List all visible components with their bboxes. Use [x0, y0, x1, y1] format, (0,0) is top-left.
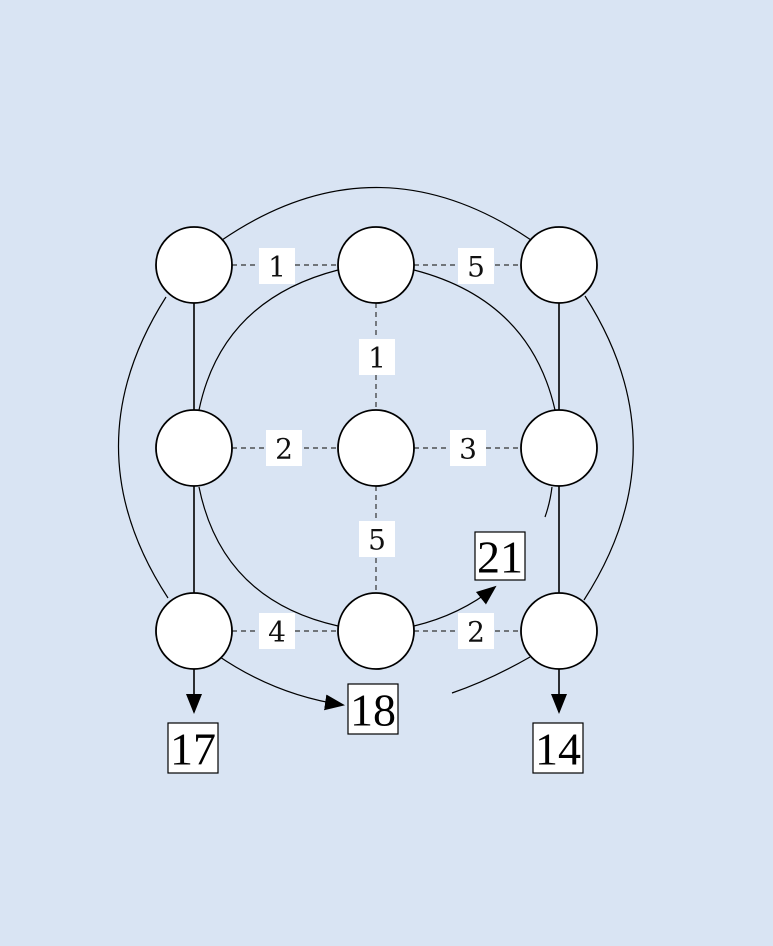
node-middle-left: [155, 409, 233, 487]
svg-text:4: 4: [268, 616, 286, 649]
svg-text:17: 17: [170, 724, 216, 775]
svg-text:3: 3: [459, 433, 477, 466]
svg-text:5: 5: [368, 524, 386, 557]
node-bottom-right: [520, 592, 598, 670]
outer-arc-left: [117, 296, 169, 599]
output-box-14: 14: [532, 722, 584, 775]
outer-arc-right: [583, 295, 634, 601]
weight-label: 1: [359, 339, 395, 375]
inner-arc-top-left: [198, 269, 339, 411]
weight-label: 2: [266, 430, 302, 466]
inner-arc-top-right: [413, 269, 556, 411]
svg-text:18: 18: [350, 685, 396, 736]
weight-label: 5: [458, 248, 494, 284]
svg-text:14: 14: [535, 724, 581, 775]
node-top-left: [155, 226, 233, 304]
inner-arc-right-stub: [544, 486, 553, 518]
arrow-to-18: [216, 654, 345, 711]
node-bottom-left: [155, 592, 233, 670]
weight-label: 1: [259, 248, 295, 284]
node-bottom-center: [337, 592, 415, 670]
weight-label: 2: [458, 613, 494, 649]
outer-arc-top: [221, 187, 532, 241]
inner-arc-bottom-left: [198, 486, 339, 627]
weight-label: 5: [359, 521, 395, 557]
output-box-21: 21: [474, 531, 526, 583]
svg-text:21: 21: [477, 532, 523, 583]
node-middle-right: [520, 409, 598, 487]
output-box-18: 18: [347, 683, 399, 736]
weight-label: 4: [259, 613, 295, 649]
node-center: [337, 409, 415, 487]
svg-text:2: 2: [467, 616, 485, 649]
arrow-to-21: [413, 585, 497, 627]
arc-bottom-right-stub: [451, 656, 531, 694]
node-top-center: [337, 226, 415, 304]
node-top-right: [520, 226, 598, 304]
svg-text:2: 2: [275, 433, 293, 466]
svg-text:1: 1: [268, 251, 286, 284]
svg-text:5: 5: [467, 251, 485, 284]
weight-label: 3: [450, 430, 486, 466]
output-box-17: 17: [167, 722, 219, 775]
svg-text:1: 1: [368, 342, 386, 375]
